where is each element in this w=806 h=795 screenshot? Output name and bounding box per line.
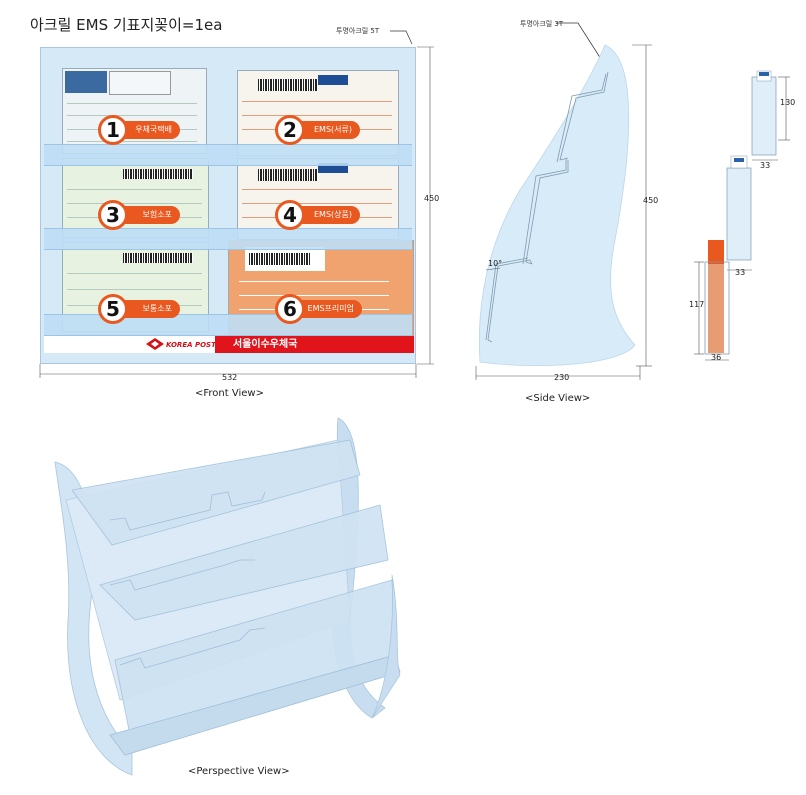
section-dim-117: 117 xyxy=(689,300,705,309)
acrylic-pocket-row-1 xyxy=(44,144,412,166)
front-material-note: 투명아크릴 5T xyxy=(336,27,380,35)
section-dim-33-top: 33 xyxy=(760,161,771,170)
section-dim-36: 36 xyxy=(711,353,722,362)
section-dim-130: 130 xyxy=(780,98,796,107)
number-5: 5 xyxy=(98,294,128,324)
footer-post-office-name: 서울이수우체국 xyxy=(215,336,414,353)
number-6: 6 xyxy=(275,294,305,324)
front-view-caption: <Front View> xyxy=(195,388,264,399)
side-view-caption: <Side View> xyxy=(525,393,591,404)
page-title: 아크릴 EMS 기표지꽂이=1ea xyxy=(30,16,223,34)
korea-post-logo-icon xyxy=(146,338,164,350)
front-height-dim: 450 xyxy=(424,194,440,203)
front-width-dim: 532 xyxy=(222,373,238,382)
document-ems-goods xyxy=(237,158,399,240)
side-height-dim: 450 xyxy=(643,196,659,205)
side-material-note: 투명아크릴 3T xyxy=(520,20,564,28)
korea-post-logo-text: KOREA POST xyxy=(166,341,216,349)
number-1: 1 xyxy=(98,115,128,145)
section-dim-33-mid: 33 xyxy=(735,268,746,277)
number-4: 4 xyxy=(275,200,305,230)
number-3: 3 xyxy=(98,200,128,230)
side-width-dim: 230 xyxy=(554,373,570,382)
side-angle-dim: 10° xyxy=(488,259,503,268)
acrylic-pocket-row-2 xyxy=(44,228,412,250)
acrylic-pocket-row-3 xyxy=(44,314,412,336)
number-2: 2 xyxy=(275,115,305,145)
perspective-view-caption: <Perspective View> xyxy=(188,766,290,777)
